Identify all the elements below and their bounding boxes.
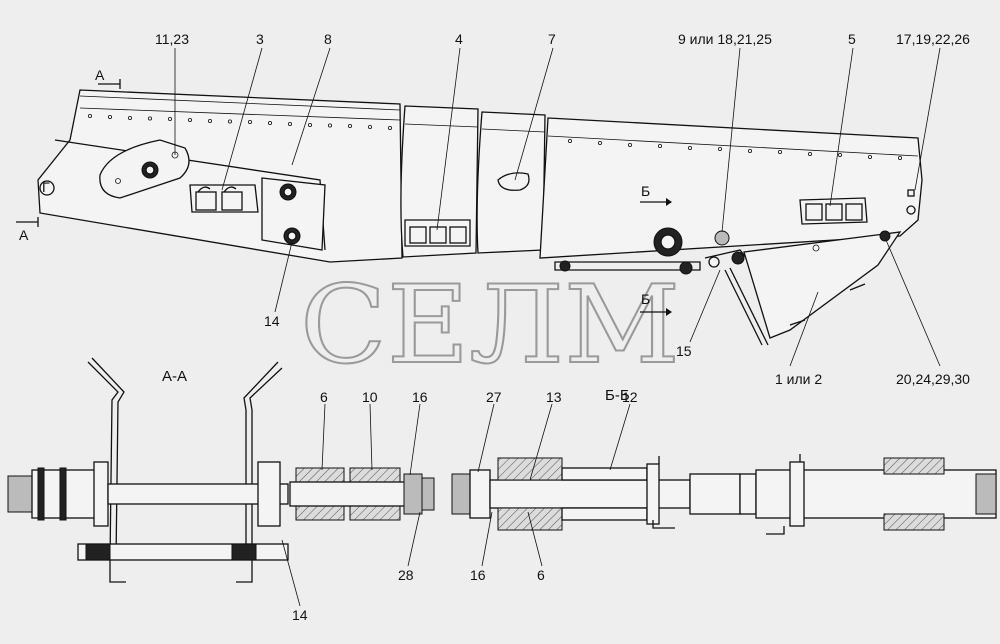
leader-lines <box>174 47 941 607</box>
callout-14-top: 14 <box>264 313 280 329</box>
callout-3: 3 <box>256 31 264 47</box>
frame-section-left <box>37 89 403 263</box>
callout-10: 10 <box>362 389 378 405</box>
clamp-group-4 <box>404 219 471 247</box>
roller-6 <box>295 467 345 483</box>
callout-8: 8 <box>324 31 332 47</box>
callout-20-24-29-30: 20,24,29,30 <box>896 371 970 387</box>
callout-5: 5 <box>848 31 856 47</box>
callout-17-19-22-26: 17,19,22,26 <box>896 31 970 47</box>
roller-10 <box>349 467 401 483</box>
callout-6-bb: 6 <box>537 567 545 583</box>
callout-9-18-21-25: 9 или 18,21,25 <box>678 31 772 47</box>
bracket-14 <box>261 177 326 251</box>
callout-12: 12 <box>622 389 638 405</box>
bushing-13 <box>497 457 563 481</box>
marker-b-bottom: Б <box>641 291 650 307</box>
main-assembly-view <box>37 89 923 346</box>
callout-13: 13 <box>546 389 562 405</box>
watermark: СЕЛМ <box>300 263 680 388</box>
section-bb-view: Б-Б <box>451 387 997 535</box>
section-bb-title: Б-Б <box>605 387 630 404</box>
marker-g: Г <box>42 179 50 195</box>
callout-6-aa: 6 <box>320 389 328 405</box>
section-aa-view: А-А <box>7 357 435 583</box>
callout-labels: 11,23 3 8 4 7 9 или 18,21,25 5 17,19,22,… <box>155 31 970 623</box>
callout-7: 7 <box>548 31 556 47</box>
marker-a-top: А <box>95 67 105 83</box>
rivet-row-left <box>88 114 392 131</box>
callout-28: 28 <box>398 567 414 583</box>
callout-11-23: 11,23 <box>155 31 189 47</box>
callout-16-aa: 16 <box>412 389 428 405</box>
section-aa-title: А-А <box>162 368 187 385</box>
rivet-row-right <box>568 138 903 160</box>
section-markers: А А Г Б Б <box>16 67 672 316</box>
frame-section-middle-1 <box>400 105 479 258</box>
marker-a-left: А <box>19 227 29 243</box>
clamp-group-3 <box>189 184 259 213</box>
clamp-group-5 <box>799 197 868 225</box>
flap-1-2 <box>743 231 902 339</box>
callout-4: 4 <box>455 31 463 47</box>
callout-16-bb: 16 <box>470 567 486 583</box>
callout-15: 15 <box>676 343 692 359</box>
callout-14-aa: 14 <box>292 607 308 623</box>
callout-27: 27 <box>486 389 502 405</box>
marker-b-top: Б <box>641 183 650 199</box>
callout-1-2: 1 или 2 <box>775 371 822 387</box>
inspection-window-7 <box>497 172 530 191</box>
